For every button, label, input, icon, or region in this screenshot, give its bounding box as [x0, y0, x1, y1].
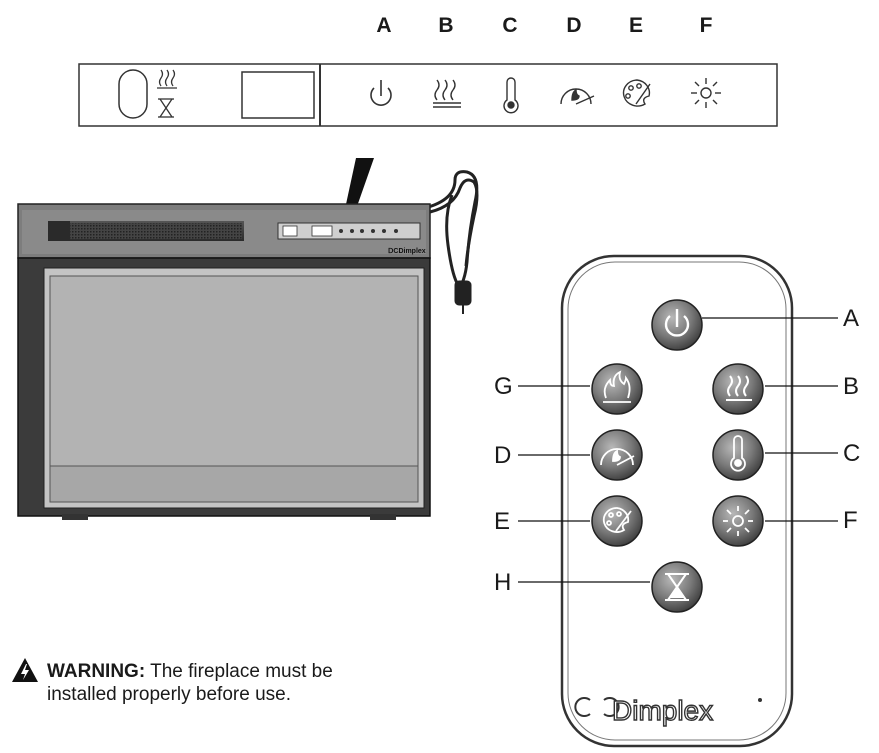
column-letter-f: F: [699, 14, 713, 37]
remote-flame-color-button: [591, 495, 643, 547]
hourglass-icon: [665, 573, 689, 601]
power-cord: [424, 170, 479, 314]
fireplace-insert: ⅮCDimplex: [17, 203, 431, 520]
remote-thermometer-button: [712, 429, 764, 481]
brightness-icon: [691, 78, 721, 108]
power-icon: [370, 80, 392, 106]
remote-control: Dimplex: [518, 254, 838, 748]
flame-speed-icon: [600, 448, 635, 466]
column-letter-a: A: [376, 14, 392, 37]
warning-text: WARNING: The fireplace must be installed…: [47, 660, 333, 706]
remote-brand-text: Dimplex: [612, 695, 713, 726]
warning-icon: [12, 658, 38, 682]
remote-flame-button: [591, 363, 643, 415]
callout-c: C: [843, 440, 861, 467]
callout-d: D: [494, 442, 512, 469]
remote-timer-button: [651, 561, 703, 613]
flame-speed-icon: [560, 88, 595, 105]
control-panel: [78, 63, 778, 127]
column-letter-d: D: [566, 14, 582, 37]
thermometer-icon: [730, 435, 746, 472]
heat-icon: [726, 375, 752, 401]
remote-flame-speed-button: [591, 429, 643, 481]
unit-brand-logo: ⅮCDimplex: [388, 247, 426, 255]
heat-icon: [433, 79, 461, 108]
flame-icon: [603, 370, 631, 403]
warning-label: WARNING:: [47, 661, 146, 682]
warning-line2: installed properly before use.: [47, 684, 291, 705]
callout-a: A: [843, 305, 860, 332]
mode-oval-switch: [118, 69, 148, 119]
hourglass-small-icon: [158, 98, 174, 118]
callout-h: H: [494, 569, 512, 596]
remote-heat-button: [712, 363, 764, 415]
remote-brand-logo: Dimplex: [574, 694, 762, 727]
remote-brightness-button: [712, 495, 764, 547]
heat-small-icon: [157, 69, 177, 89]
flame-color-icon: [602, 507, 632, 533]
brightness-icon: [723, 506, 753, 536]
power-icon: [664, 309, 690, 337]
callout-b: B: [843, 373, 860, 400]
thermometer-icon: [503, 77, 519, 114]
remote-power-button: [651, 299, 703, 351]
callout-e: E: [494, 508, 511, 535]
flame-color-icon: [622, 79, 651, 107]
callout-f: F: [843, 507, 858, 534]
display-window: [241, 71, 315, 119]
warning-line1: The fireplace must be: [145, 661, 333, 682]
column-letter-b: B: [438, 14, 454, 37]
callout-g: G: [494, 373, 513, 400]
column-letter-c: C: [502, 14, 518, 37]
column-letter-e: E: [628, 14, 643, 37]
